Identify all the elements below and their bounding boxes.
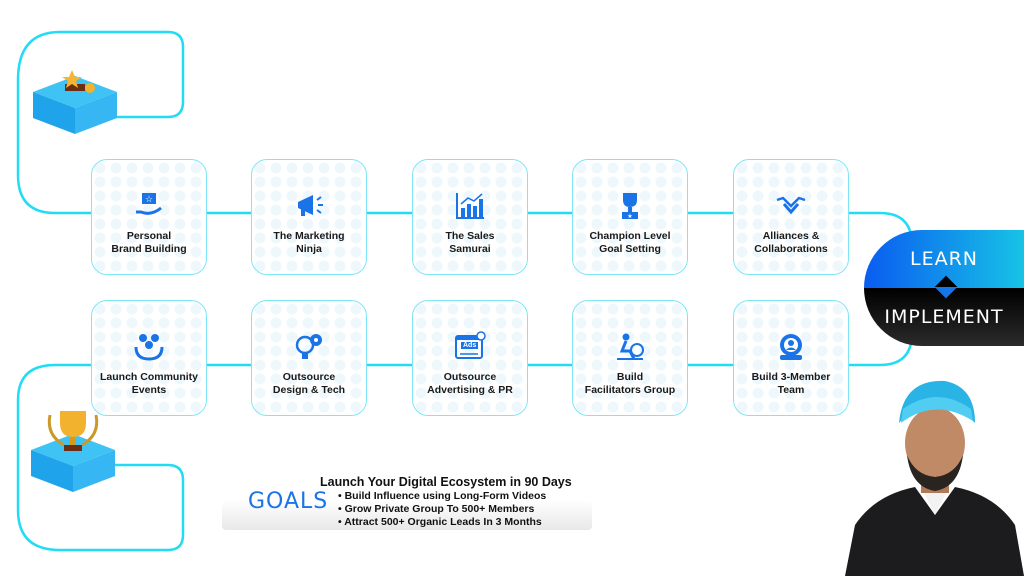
card-outsource-advertising-pr[interactable]: Ads Outsource Advertising & PR: [412, 300, 528, 416]
goal-item: Build Influence using Long-Form Videos: [338, 490, 547, 503]
card-label: Launch Community Events: [99, 371, 198, 396]
card-label: Outsource Advertising & PR: [427, 371, 513, 396]
card-launch-community-events[interactable]: Launch Community Events: [91, 300, 207, 416]
bar-chart-icon: [454, 190, 486, 222]
card-label: The Sales Samurai: [445, 230, 495, 255]
svg-text:☆: ☆: [145, 194, 153, 204]
trophy-icon: ★: [614, 190, 646, 222]
card-champion-goal-setting[interactable]: ★ Champion Level Goal Setting: [572, 159, 688, 275]
goal-item: Grow Private Group To 500+ Members: [338, 503, 546, 516]
implement-label: IMPLEMENT: [864, 288, 1024, 346]
card-label: Alliances & Collaborations: [754, 230, 828, 255]
community-icon: [133, 331, 165, 363]
card-label: Outsource Design & Tech: [272, 371, 346, 396]
card-build-3-member-team[interactable]: Build 3-Member Team: [733, 300, 849, 416]
card-label: Build 3-Member Team: [751, 371, 831, 396]
card-outsource-design-tech[interactable]: Outsource Design & Tech: [251, 300, 367, 416]
card-alliances-collaborations[interactable]: Alliances & Collaborations: [733, 159, 849, 275]
hand-star-icon: ☆: [133, 190, 165, 222]
goals-heading: GOALS: [248, 489, 329, 514]
learn-implement-badge: LEARN IMPLEMENT: [864, 230, 1024, 346]
ads-icon: Ads: [454, 331, 486, 363]
megaphone-icon: [293, 190, 325, 222]
card-marketing-ninja[interactable]: The Marketing Ninja: [251, 159, 367, 275]
card-label: Personal Brand Building: [111, 230, 187, 255]
card-label: The Marketing Ninja: [273, 230, 345, 255]
team-gear-icon: [775, 331, 807, 363]
goal-item: Attract 500+ Organic Leads In 3 Months: [338, 516, 546, 529]
idea-gear-icon: [293, 331, 325, 363]
handshake-icon: [775, 190, 807, 222]
svg-text:★: ★: [627, 213, 632, 220]
cup-trophy-platform-icon: [31, 411, 115, 492]
star-trophy-platform-icon: [33, 70, 117, 134]
facilitator-icon: [614, 331, 646, 363]
card-personal-brand-building[interactable]: ☆ Personal Brand Building: [91, 159, 207, 275]
card-build-facilitators-group[interactable]: Build Facilitators Group: [572, 300, 688, 416]
ads-label: Ads: [461, 342, 479, 349]
goals-list: Build Influence using Long-Form Videos G…: [338, 490, 546, 529]
card-sales-samurai[interactable]: The Sales Samurai: [412, 159, 528, 275]
goals-title: Launch Your Digital Ecosystem in 90 Days: [320, 475, 572, 489]
card-label: Build Facilitators Group: [584, 371, 676, 396]
card-label: Champion Level Goal Setting: [589, 230, 671, 255]
presenter-photo: [845, 380, 1024, 576]
